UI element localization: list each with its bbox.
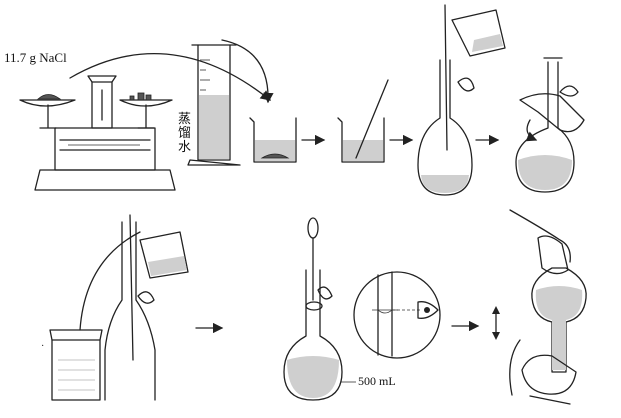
distilled-water-label: 蒸馏水 xyxy=(178,111,192,154)
up-down-arrow xyxy=(492,306,500,340)
rinse-transfer: · xyxy=(41,214,189,401)
dropper-flask xyxy=(283,217,356,401)
transfer-arrow-nacl xyxy=(69,53,272,101)
beaker-stir xyxy=(337,79,389,163)
swirl-flask xyxy=(515,57,585,193)
eye-icon xyxy=(417,301,439,319)
graduated-cylinder xyxy=(187,44,241,166)
svg-text:·: · xyxy=(41,341,44,352)
transfer-flask xyxy=(417,4,506,196)
invert-flask xyxy=(509,209,587,405)
balance-scale xyxy=(19,75,176,191)
nacl-mass-label: 11.7 g NaCl xyxy=(4,50,67,65)
meniscus-inset xyxy=(353,271,441,359)
pour-water-arrow xyxy=(221,39,274,104)
flask-volume-label: 500 mL xyxy=(358,374,396,388)
beaker-dissolve xyxy=(249,117,297,163)
